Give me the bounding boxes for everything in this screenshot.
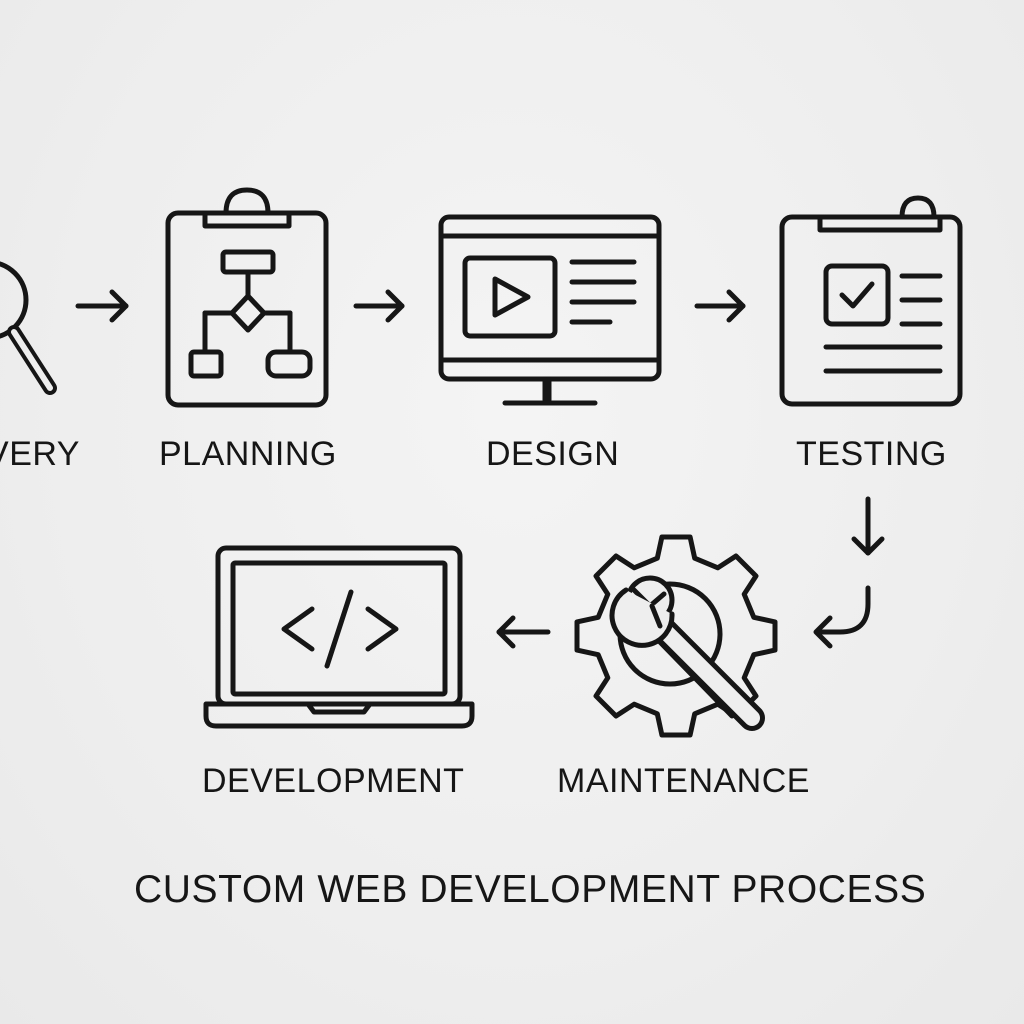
step-label-planning: PLANNING [159,435,337,473]
step-label-maintenance: MAINTENANCE [557,762,810,800]
arrow-left-icon [496,615,551,649]
diagram-title: CUSTOM WEB DEVELOPMENT PROCESS [134,868,927,911]
clipboard-flowchart-icon [165,187,329,408]
arrow-right-icon [353,289,405,323]
clipboard-check-icon [779,195,963,407]
curved-arrow-icon [813,585,871,649]
gear-wrench-icon [574,534,778,738]
step-label-development: DEVELOPMENT [202,762,465,800]
step-label-design: DESIGN [486,435,620,473]
monitor-layout-icon [438,214,662,406]
step-label-testing: TESTING [796,435,947,473]
arrow-right-icon [75,289,129,323]
magnifier-icon [0,261,57,395]
arrow-down-icon [851,496,885,556]
step-label-discovery: VERY [0,435,80,473]
laptop-code-icon [203,545,475,729]
arrow-right-icon [694,289,746,323]
